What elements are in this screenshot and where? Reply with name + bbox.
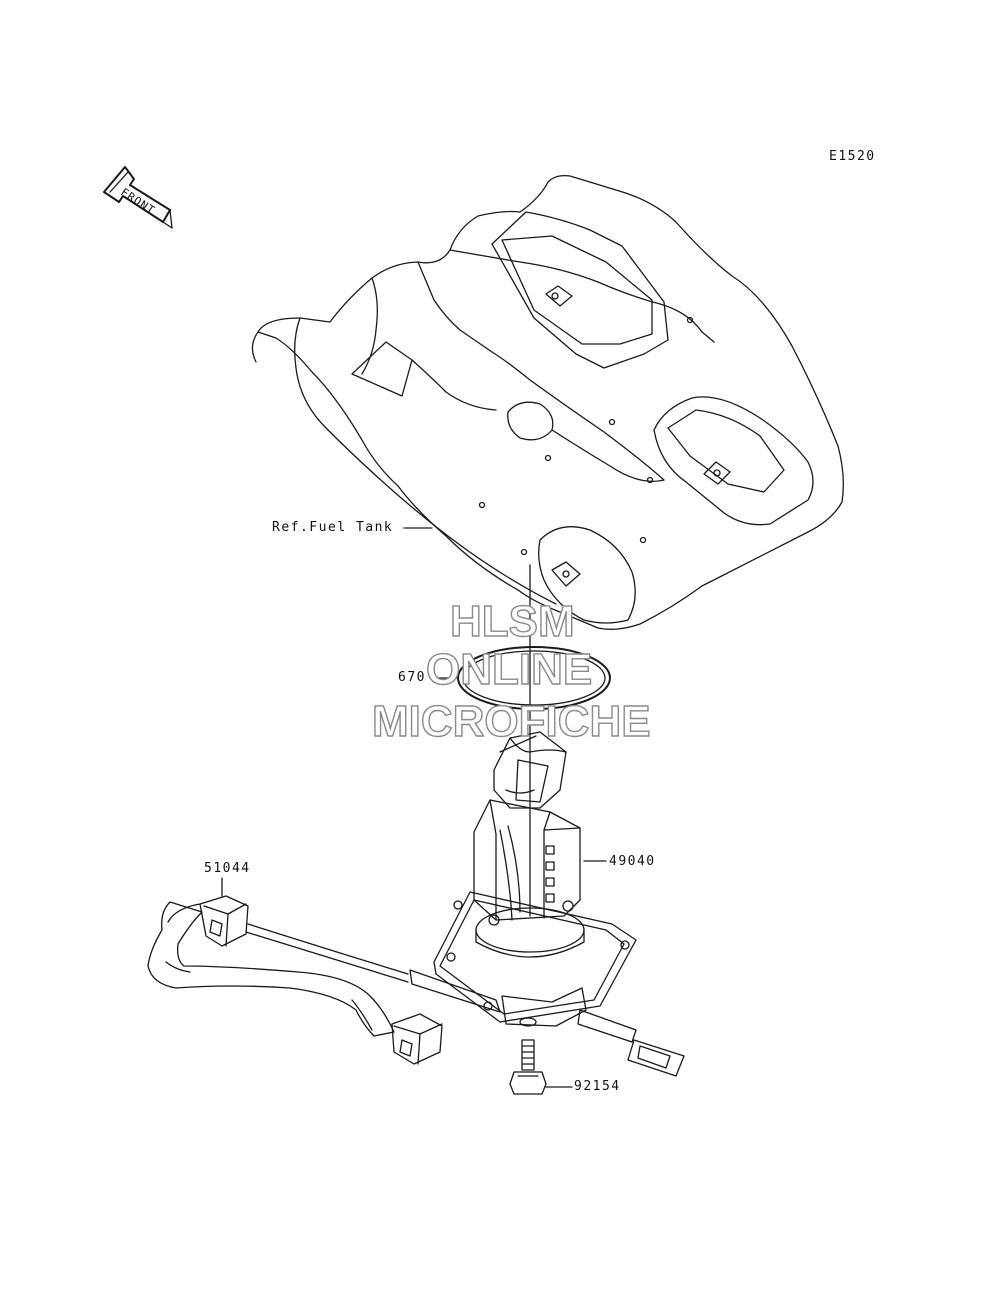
watermark-line-3: MICROFICHE — [371, 697, 651, 746]
bolt-part — [509, 1039, 547, 1095]
front-arrow-icon: FRONT — [103, 166, 173, 229]
fuel-pump-assembly — [409, 731, 685, 1077]
watermark-line-1: HLSM — [449, 597, 575, 646]
callout-bolt: 92154 — [574, 1079, 621, 1094]
fuel-hose-part — [147, 895, 443, 1065]
diagram-code-label: E1520 — [829, 149, 876, 164]
callout-fuel-tank-ref: Ref.Fuel Tank — [272, 520, 394, 535]
callout-hose: 51044 — [204, 861, 251, 876]
callout-pump-assembly: 49040 — [609, 854, 656, 869]
callout-o-ring: 670 — [398, 670, 426, 685]
watermark-line-2: ONLINE — [425, 645, 593, 694]
fuel-tank-outline — [251, 174, 844, 630]
